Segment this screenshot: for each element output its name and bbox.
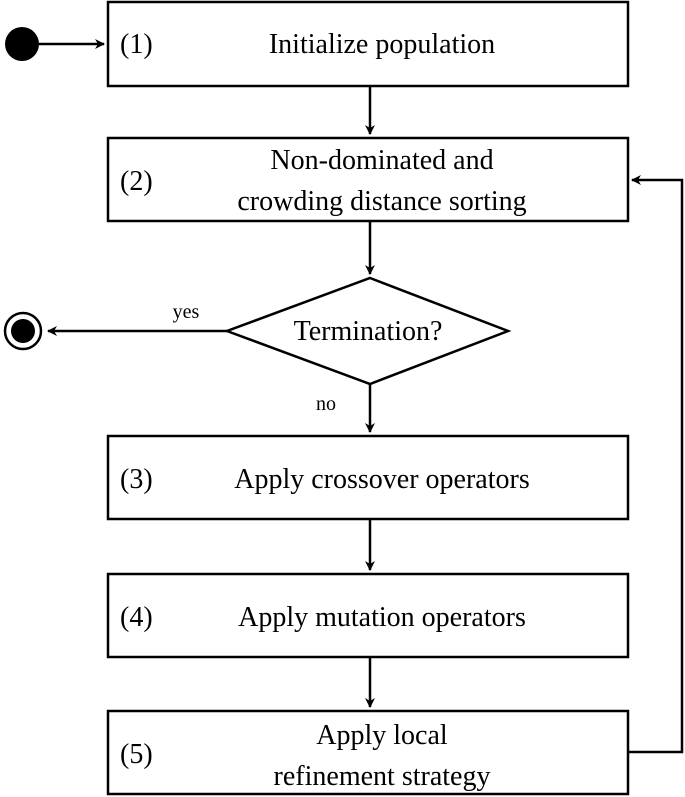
step4-label: Apply mutation operators: [238, 602, 526, 633]
step3-number: (3): [120, 464, 153, 495]
termination-decision: Termination?: [223, 276, 512, 386]
step2-number: (2): [120, 166, 153, 197]
step4-number: (4): [120, 602, 153, 633]
step4-box: (4) Apply mutation operators: [106, 572, 630, 659]
step3-label: Apply crossover operators: [234, 464, 529, 495]
step5-number: (5): [120, 739, 153, 770]
decision-label: Termination?: [294, 316, 443, 347]
step5-label-line2: refinement strategy: [274, 761, 491, 792]
yes-label: yes: [173, 301, 200, 323]
step2-label-line1: Non-dominated and: [270, 145, 493, 176]
step5-box: (5) Apply local refinement strategy: [106, 709, 630, 796]
step1-number: (1): [120, 29, 153, 60]
no-label: no: [316, 393, 336, 415]
start-node: [5, 27, 39, 61]
edge-step5-loop-to-step2: [628, 175, 684, 754]
step3-box: (3) Apply crossover operators: [106, 434, 630, 521]
step2-box: (2) Non-dominated and crowding distance …: [106, 136, 630, 223]
step5-label-line1: Apply local: [316, 720, 448, 751]
step1-box: (1) Initialize population: [106, 0, 630, 88]
step1-label: Initialize population: [269, 29, 495, 60]
step2-label-line2: crowding distance sorting: [237, 186, 526, 217]
end-node: [3, 311, 43, 351]
